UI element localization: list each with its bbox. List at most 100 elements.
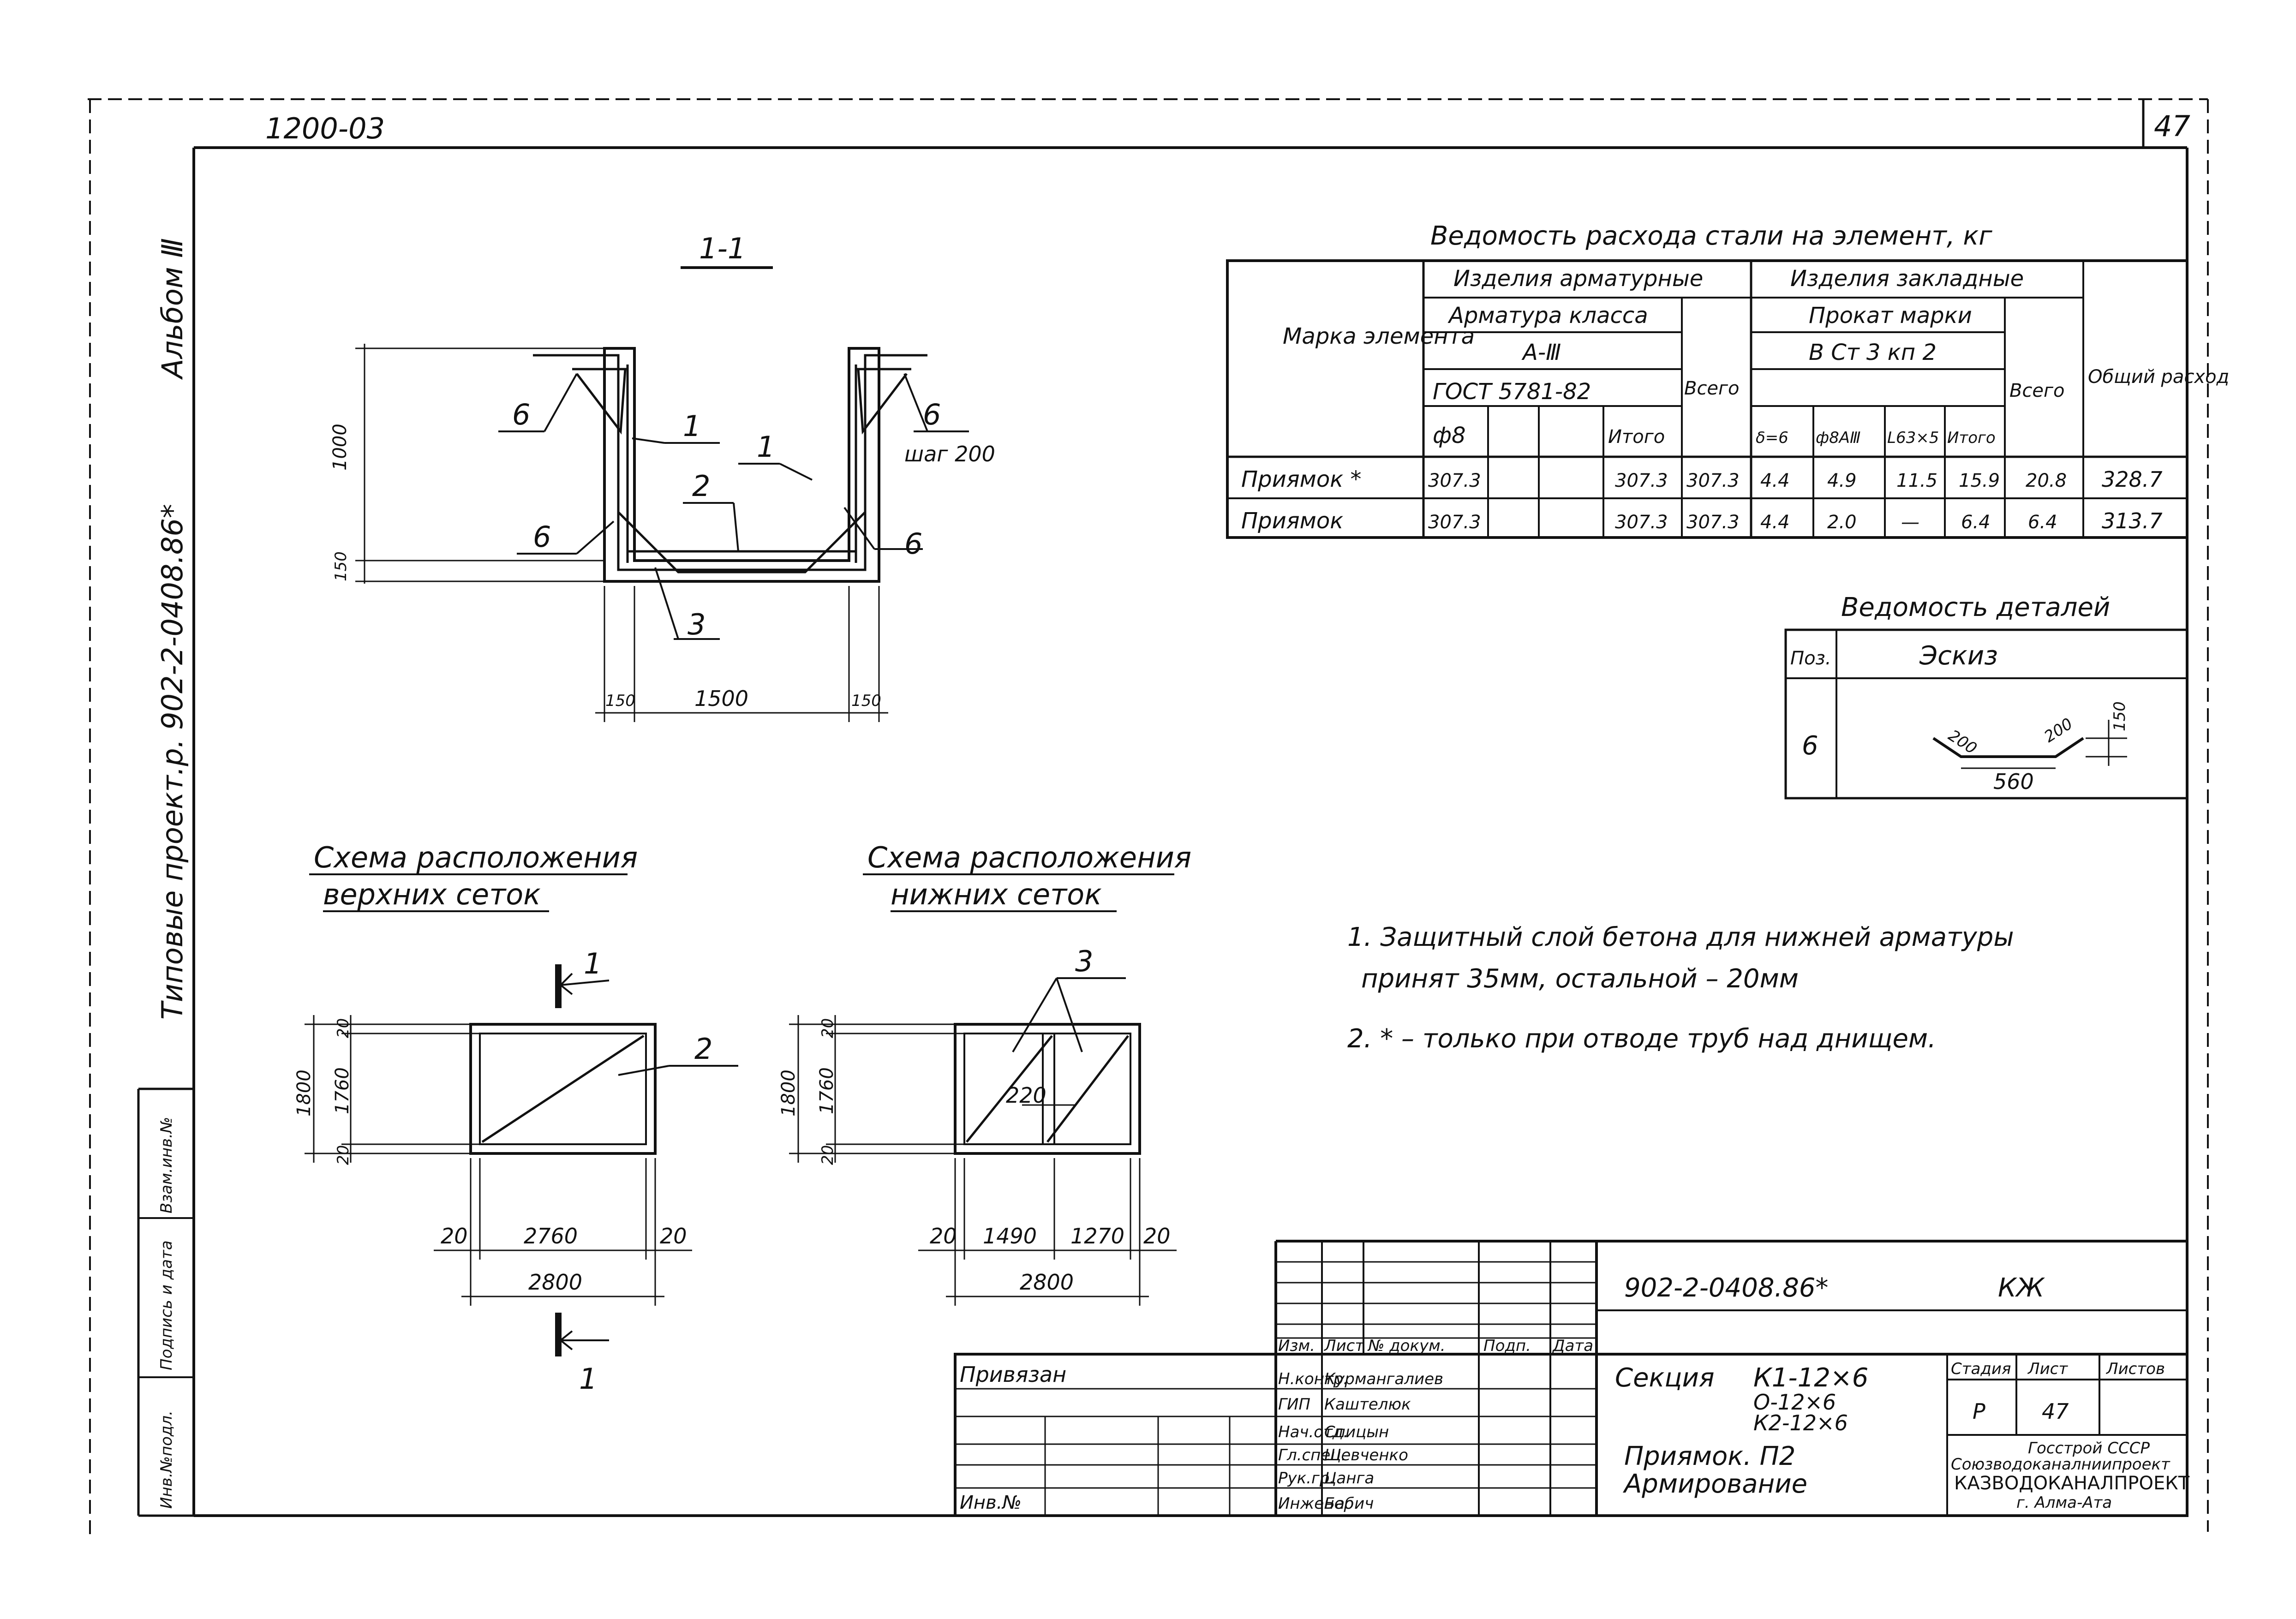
tb-sheet-label: Лист xyxy=(2027,1360,2068,1378)
lower-dim-1270: 1270 xyxy=(1070,1224,1124,1249)
upper-mesh-scheme: Схема расположения верхних сеток 2 1 1 xyxy=(293,841,738,1396)
tb-sheets-label: Листов xyxy=(2105,1360,2165,1378)
dim-150-left: 150 xyxy=(605,692,635,710)
upper-dim-2760: 2760 xyxy=(524,1224,578,1249)
sheet-code-top: 1200-03 xyxy=(265,112,385,145)
row1-total: 328.7 xyxy=(2102,467,2163,492)
lower-dim-20-left: 20 xyxy=(930,1224,957,1249)
upper-dim-20-right: 20 xyxy=(660,1224,687,1249)
section-dimension-lines xyxy=(355,344,888,722)
row1-vsego: 307.3 xyxy=(1686,470,1740,491)
detail-dim-200-left: 200 xyxy=(1945,726,1980,758)
steel-table: Ведомость расхода стали на элемент, кг xyxy=(1226,221,2229,539)
dim-150-vert: 150 xyxy=(332,551,350,581)
tb-hdr-izm: Изм. xyxy=(1278,1337,1315,1355)
row2-itogo: 307.3 xyxy=(1615,512,1668,533)
lower-dim-220: 220 xyxy=(1006,1083,1046,1108)
page-number: 47 xyxy=(2154,109,2190,143)
stamp-vzam-inv: Взам.инв.№ xyxy=(157,1117,176,1213)
upper-callout-2: 2 xyxy=(694,1032,712,1066)
cut-mark-top: 1 xyxy=(584,947,602,980)
hdr-phi8: ф8 xyxy=(1433,423,1466,448)
lower-dim-20-bottom: 20 xyxy=(819,1145,837,1165)
detail-dim-200-right: 200 xyxy=(2041,715,2076,747)
upper-mesh-inner xyxy=(479,1033,647,1145)
section-1-1: 1-1 6 1 1 6 2 6 6 xyxy=(329,232,995,722)
row1-phi8aiii: 4.9 xyxy=(1827,470,1857,491)
upper-dim-1800: 1800 xyxy=(293,1069,315,1117)
tb-section-3: К2-12×6 xyxy=(1753,1410,1848,1435)
lower-dim-20-top: 20 xyxy=(819,1018,837,1038)
detail-dim-560: 560 xyxy=(1993,769,2034,794)
hdr-phi8aiii: ф8АⅢ xyxy=(1816,429,1860,447)
callout-2: 2 xyxy=(692,469,710,503)
lower-dim-20-right: 20 xyxy=(1143,1224,1171,1249)
tb-org-4: г. Алма-Ата xyxy=(2016,1494,2112,1512)
note-1-line-2: принят 35мм, остальной – 20мм xyxy=(1361,964,1799,994)
row2-mark: Приямок xyxy=(1241,508,1343,534)
detail-6-shape xyxy=(1932,737,2084,758)
hdr-rebar-class: Арматура класса xyxy=(1447,303,1648,329)
details-col-sketch: Эскиз xyxy=(1919,641,1998,671)
lower-mesh-inner xyxy=(963,1033,1131,1145)
tb-name-5: Цанга xyxy=(1324,1469,1374,1488)
hdr-mark: Марка элемента xyxy=(1283,323,1475,349)
tb-section-1: К1-12×6 xyxy=(1753,1363,1868,1393)
upper-dim-20-left: 20 xyxy=(441,1224,468,1249)
tb-stage: Р xyxy=(1973,1399,1985,1424)
upper-dim-1760: 1760 xyxy=(332,1067,353,1114)
hdr-embedded: Изделия закладные xyxy=(1790,266,2024,292)
lower-scheme-title-2: нижних сеток xyxy=(891,878,1102,911)
tb-role-3: Нач.отд. xyxy=(1278,1423,1348,1441)
upper-dim-20-bottom: 20 xyxy=(334,1145,353,1165)
lower-scheme-title-1: Схема расположения xyxy=(867,841,1191,874)
row1-vsego2: 20.8 xyxy=(2026,470,2067,491)
tb-hdr-list: Лист xyxy=(1323,1337,1364,1355)
tb-privyazan: Привязан xyxy=(960,1362,1066,1387)
tb-title-1: Приямок. П2 xyxy=(1624,1441,1795,1471)
tb-role-5: Рук.гр. xyxy=(1278,1469,1334,1488)
cut-mark-bottom: 1 xyxy=(579,1362,597,1396)
upper-scheme-title-2: верхних сеток xyxy=(323,878,541,911)
album-label: Альбом Ⅲ xyxy=(155,238,189,380)
detail-dim-150: 150 xyxy=(2111,701,2129,731)
tb-hdr-date: Дата xyxy=(1552,1337,1593,1355)
tb-title-2: Армирование xyxy=(1623,1469,1807,1499)
stamp-inv-podl: Инв.№подл. xyxy=(157,1410,176,1509)
row2-phi8aiii: 2.0 xyxy=(1827,512,1857,533)
dim-1500: 1500 xyxy=(694,686,748,711)
tb-org-1: Госстрой СССР xyxy=(2028,1439,2150,1458)
row1-phi8: 307.3 xyxy=(1428,470,1481,491)
row1-l63: 11.5 xyxy=(1896,470,1937,491)
hdr-total: Общий расход xyxy=(2088,366,2229,388)
stamp-podpis-data: Подпись и дата xyxy=(157,1240,176,1370)
upper-dim-2800: 2800 xyxy=(528,1270,582,1295)
row2-vsego: 307.3 xyxy=(1686,512,1740,533)
hdr-s6: δ=6 xyxy=(1756,429,1788,447)
tb-section-2: О-12×6 xyxy=(1753,1390,1836,1415)
lower-mesh-outer xyxy=(954,1023,1141,1155)
tb-hdr-podp: Подп. xyxy=(1483,1337,1531,1355)
callout-6a: 6 xyxy=(512,398,530,431)
section-title: 1-1 xyxy=(699,232,746,265)
trough-outline xyxy=(603,347,880,583)
project-label: Типовые проект.р. 902-2-0408.86* xyxy=(155,504,189,1020)
hdr-l63: L63×5 xyxy=(1887,429,1939,447)
row1-mark: Приямок * xyxy=(1241,466,1361,492)
hdr-rolled: Прокат марки xyxy=(1809,303,1972,329)
lower-dim-1760: 1760 xyxy=(816,1067,837,1114)
hdr-class: A-Ⅲ xyxy=(1521,340,1561,365)
upper-dim-20-top: 20 xyxy=(334,1018,353,1038)
tb-name-2: Каштелюк xyxy=(1324,1395,1411,1414)
notes: 1. Защитный слой бетона для нижней армат… xyxy=(1347,922,2014,1054)
note-2: 2. * – только при отводе труб над днищем… xyxy=(1347,1024,1936,1054)
steel-table-title: Ведомость расхода стали на элемент, кг xyxy=(1430,221,1992,251)
lower-dim-2800: 2800 xyxy=(1020,1270,1074,1295)
tb-mark: КЖ xyxy=(1998,1273,2045,1303)
tb-name-6: Бабич xyxy=(1324,1494,1374,1513)
note-1-line-1: 1. Защитный слой бетона для нижней армат… xyxy=(1347,922,2014,952)
hdr-itogo2: Итого xyxy=(1947,429,1996,447)
dim-1000: 1000 xyxy=(329,424,351,471)
callout-1a: 1 xyxy=(683,409,701,443)
